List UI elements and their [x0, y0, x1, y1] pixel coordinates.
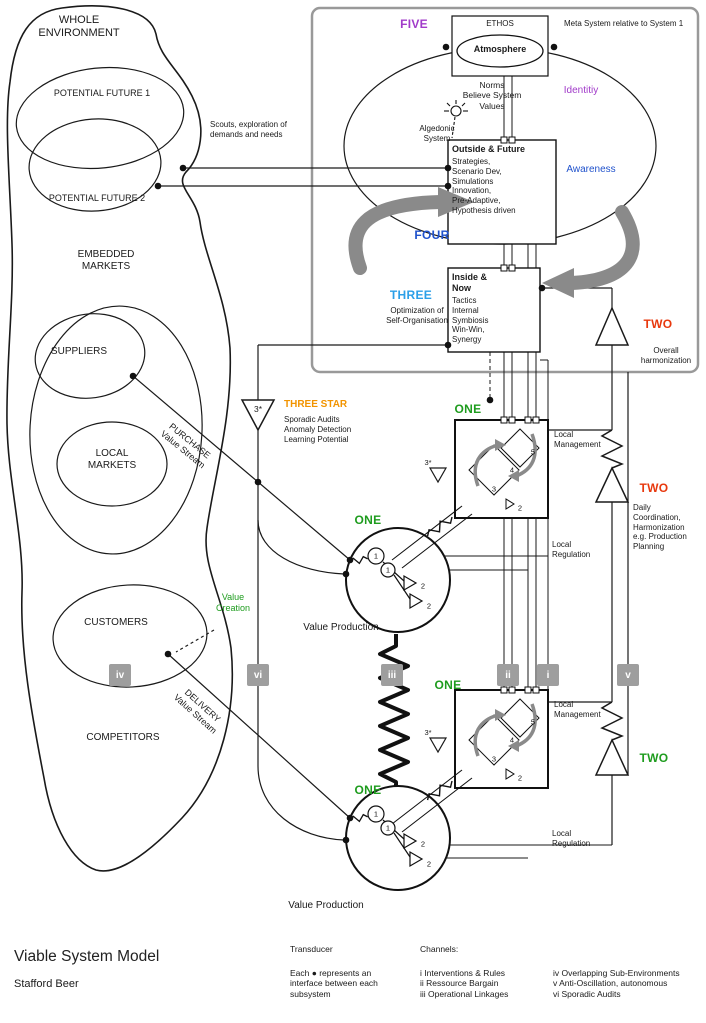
algedonic-label: Algedonic System [419, 124, 455, 143]
numeral-5-lm1: 5 [530, 447, 536, 457]
inside-now-body: Tactics Internal Symbiosis Win-Win, Syne… [452, 296, 489, 344]
numeral-1b-vp2: 1 [385, 823, 391, 833]
transducer-legend-desc: Each ● represents an interface between e… [290, 968, 378, 999]
numeral-1a-vp1: 1 [373, 551, 379, 561]
environment-connectors [132, 167, 448, 819]
audit-lines [240, 344, 448, 841]
channel-box-ii: ii [497, 664, 519, 686]
diagram-author: Stafford Beer [14, 978, 79, 990]
local-management-label-2: Local Management [554, 700, 601, 719]
system-five-label: FIVE [400, 17, 428, 31]
channels-legend-col2: iv Overlapping Sub-Environments v Anti-O… [553, 968, 680, 999]
three-star-desc: Sporadic Audits Anomaly Detection Learni… [284, 415, 352, 444]
norms-label: Norms Believe System Values [462, 80, 522, 111]
numeral-2b-vp1: 2 [426, 601, 432, 611]
channel-box-i: i [537, 664, 559, 686]
local-management-label-1: Local Management [554, 430, 601, 449]
numeral-2a-vp2: 2 [420, 839, 426, 849]
inside-now-title: Inside & Now [452, 272, 488, 293]
outside-future-box [447, 139, 557, 245]
outside-future-body: Strategies, Scenario Dev, Simulations In… [452, 157, 516, 215]
diagram-title: Viable System Model [14, 948, 160, 965]
interface-dots [129, 43, 558, 844]
embedded-markets-label: EMBEDDED MARKETS [77, 249, 135, 273]
system-one-label-3: ONE [434, 678, 462, 692]
three-star-glyph-small-2: 3* [424, 728, 432, 737]
customers-label: CUSTOMERS [84, 617, 148, 628]
channels-legend-col1: i Interventions & Rules ii Ressource Bar… [420, 968, 509, 999]
identity-label: Identitiy [563, 85, 599, 96]
whole-environment-label: WHOLE ENVIRONMENT [38, 14, 120, 40]
numeral-2b-vp2: 2 [426, 859, 432, 869]
system-one-label-4: ONE [354, 783, 382, 797]
channel-box-iv: iv [109, 664, 131, 686]
suppliers-label: SUPPLIERS [50, 346, 108, 357]
awareness-label: Awareness [566, 164, 616, 175]
numeral-1a-vp2: 1 [373, 809, 379, 819]
system-three-label: THREE [389, 288, 433, 302]
channel-box-iii: iii [381, 664, 403, 686]
system-two-label-3: TWO [639, 751, 669, 765]
ethos-label: ETHOS [486, 19, 514, 28]
channel-box-v: v [617, 664, 639, 686]
inside-now-box [447, 267, 541, 353]
numeral-4-lm2: 4 [509, 735, 515, 745]
numeral-4-lm1: 4 [509, 465, 515, 475]
value-production-circle-1 [345, 527, 451, 633]
algedonic-icon [444, 100, 468, 139]
numeral-2-lm2: 2 [517, 773, 523, 783]
potential-future-1-label: POTENTIAL FUTURE 1 [53, 88, 151, 98]
meta-system-border [310, 6, 700, 374]
system-two-label-1: TWO [643, 317, 673, 331]
operational-linkage-zigzag [378, 634, 410, 786]
potential-future-2-label: POTENTIAL FUTURE 2 [48, 193, 146, 203]
system-one-label-1: ONE [454, 402, 482, 416]
three-star-glyph: 3* [253, 404, 263, 414]
channel-box-vi: vi [247, 664, 269, 686]
numeral-3-lm2: 3 [491, 754, 497, 764]
numeral-3-lm1: 3 [491, 484, 497, 494]
outside-future-title: Outside & Future [452, 144, 526, 154]
system-four-label: FOUR [414, 228, 450, 242]
three-star-glyph-small-1: 3* [424, 458, 432, 467]
numeral-2a-vp1: 2 [420, 581, 426, 591]
value-creation-label: Value Creation [215, 592, 251, 613]
atmosphere-label: Atmosphere [473, 44, 527, 54]
scouts-label: Scouts, exploration of demands and needs [210, 120, 287, 139]
local-markets-label: LOCAL MARKETS [87, 448, 137, 472]
local-regulation-lines [444, 555, 612, 859]
optimization-label: Optimization of Self-Organisation [386, 306, 448, 325]
channels-legend-title: Channels: [420, 944, 459, 954]
atmosphere-ellipse [456, 34, 544, 68]
numeral-5-lm2: 5 [530, 717, 536, 727]
numeral-1b-vp1: 1 [385, 565, 391, 575]
daily-coordination-label: Daily Coordination, Harmonization e.g. P… [633, 503, 687, 551]
local-regulation-label-1: Local Regulation [552, 540, 591, 559]
system-one-label-2: ONE [354, 513, 382, 527]
value-production-label-2: Value Production [288, 900, 364, 911]
competitors-label: COMPETITORS [86, 732, 160, 743]
numeral-2-lm1: 2 [517, 503, 523, 513]
three-star-label: THREE STAR [284, 399, 348, 410]
system-two-lines [542, 287, 630, 845]
meta-note-label: Meta System relative to System 1 [564, 19, 684, 28]
value-production-internals [348, 547, 423, 867]
transducer-squares [500, 136, 540, 694]
homeostat-loop-arrows [348, 187, 640, 298]
overall-harmonization-label: Overall harmonization [640, 346, 692, 365]
local-regulation-label-2: Local Regulation [552, 829, 591, 848]
system-two-label-2: TWO [639, 481, 669, 495]
value-production-label-1: Value Production [303, 622, 379, 633]
transducer-legend-title: Transducer [290, 944, 333, 954]
